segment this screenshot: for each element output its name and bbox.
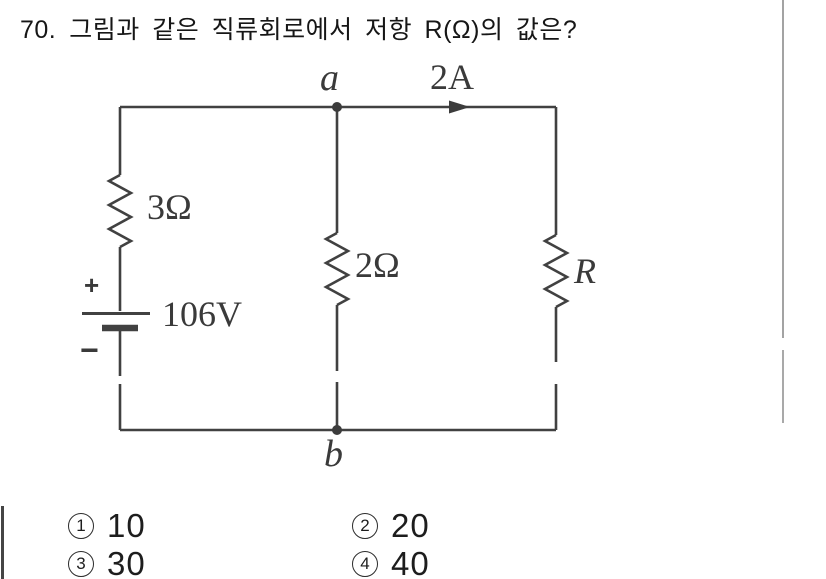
battery-plus-sign: + [84, 270, 100, 300]
node-b-label: b [324, 433, 343, 475]
battery-voltage-label: 106V [162, 294, 242, 334]
page-column-divider-upper [782, 0, 784, 338]
page-edge-line [1, 506, 4, 579]
option-2-circle-marker: 2 [352, 513, 378, 539]
node-a-dot [332, 102, 342, 112]
battery-minus-sign: − [80, 332, 99, 368]
option-1-value: 10 [107, 507, 146, 544]
question-text: 그림과 같은 직류회로에서 저항 R(Ω)의 값은? [69, 16, 578, 44]
option-3-value: 30 [107, 545, 146, 579]
page-column-divider-lower [782, 350, 784, 423]
resistor-left-label: 3Ω [147, 187, 192, 227]
resistor-right-zigzag [542, 233, 570, 309]
option-2-value: 20 [391, 507, 430, 544]
resistor-middle-zigzag [323, 231, 351, 307]
current-label: 2A [430, 57, 474, 97]
option-1: 1 10 [68, 507, 146, 545]
option-1-circle-marker: 1 [68, 513, 94, 539]
node-b-dot [332, 425, 342, 435]
node-a-label: a [320, 57, 339, 99]
option-4-value: 40 [391, 545, 430, 579]
resistor-middle-label: 2Ω [355, 245, 400, 285]
question-title: 70. 그림과 같은 직류회로에서 저항 R(Ω)의 값은? [20, 10, 577, 46]
option-3: 3 30 [68, 545, 146, 579]
current-arrow-icon [449, 100, 470, 114]
resistor-left-zigzag [106, 173, 134, 249]
option-4-circle-marker: 4 [352, 551, 378, 577]
option-4: 4 40 [352, 545, 430, 579]
question-number: 70. [20, 16, 57, 44]
resistor-right-label: R [574, 251, 596, 291]
option-3-circle-marker: 3 [68, 551, 94, 577]
option-2: 2 20 [352, 507, 430, 545]
